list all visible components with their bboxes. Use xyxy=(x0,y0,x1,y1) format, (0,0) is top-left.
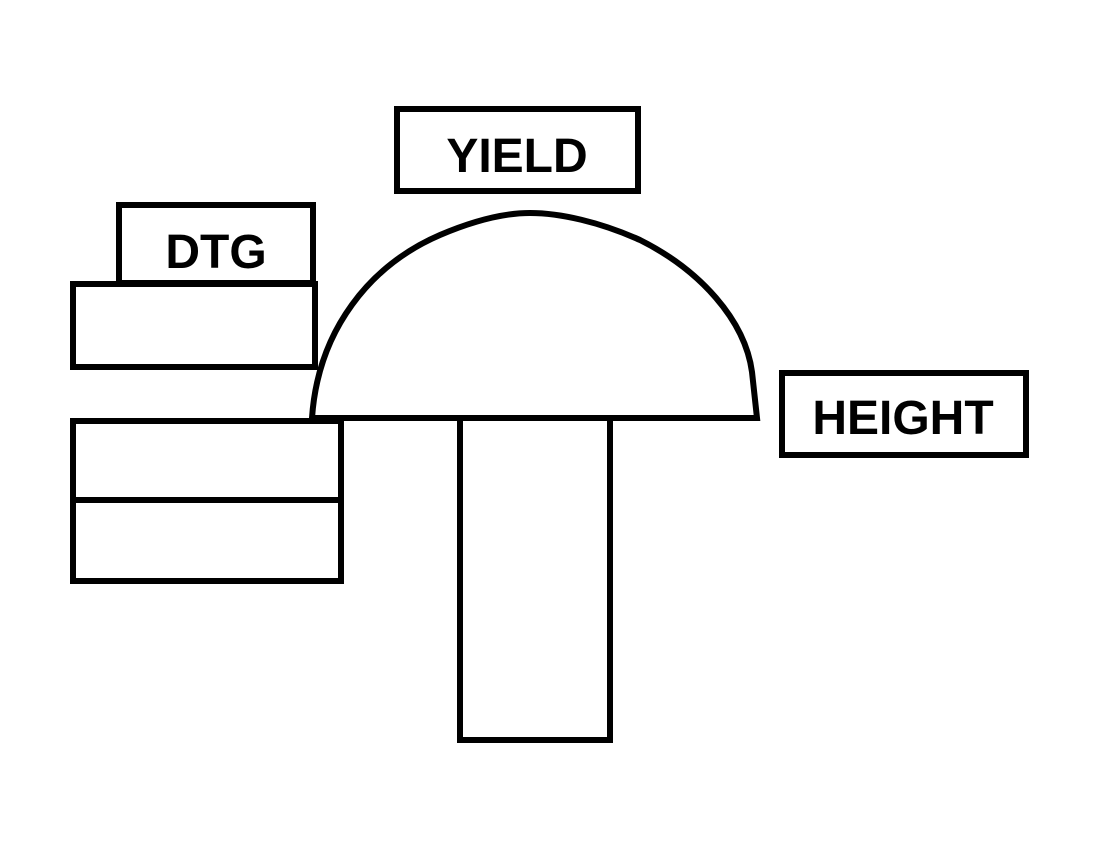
dtg-label: DTG xyxy=(165,226,266,279)
yield-label: YIELD xyxy=(446,130,587,183)
yield-box xyxy=(394,106,641,194)
left-upper-empty-box xyxy=(70,418,344,503)
left-lower-empty-box xyxy=(70,497,344,584)
height-box xyxy=(779,370,1029,458)
height-label: HEIGHT xyxy=(812,392,993,445)
mushroom-stem xyxy=(457,415,613,743)
mushroom-cap xyxy=(308,209,761,421)
dtg-value-box xyxy=(70,281,318,370)
